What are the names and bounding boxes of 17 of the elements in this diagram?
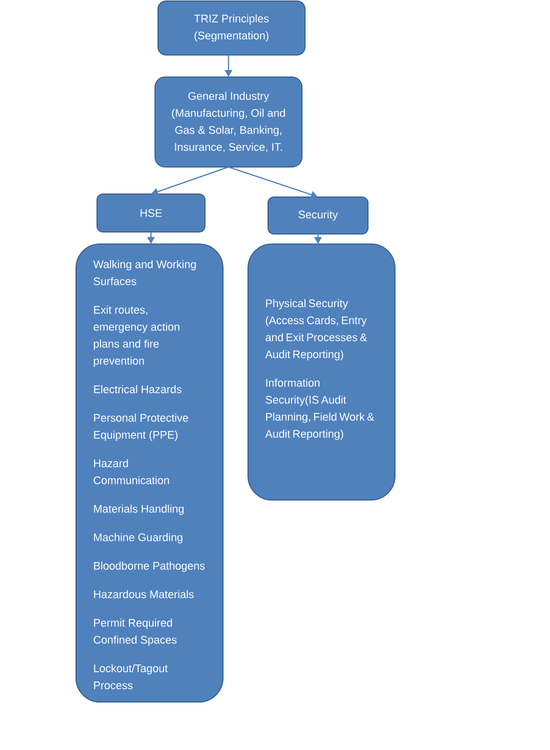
list-item: Exit routes, emergency action plans and fire prevention xyxy=(94,306,180,367)
list-item: Hazardous Materials xyxy=(94,590,194,598)
list-item: Physical Security (Access Cards, Entry and Exit Processes & Audit Reporting) xyxy=(265,299,367,360)
list-item: Bloodborne Pathogens xyxy=(94,562,205,572)
list-item: Permit Required Confined Spaces xyxy=(94,618,177,646)
list-item: Hazard Communication xyxy=(94,459,169,484)
list-item: Lockout/Tagout Process xyxy=(94,664,168,690)
process-box: General Industry (Manufacturing, Oil and Gas & Solar, Banking, Insurance, Service, IT. xyxy=(154,76,302,168)
process-box: TRIZ Principles (Segmentation) xyxy=(158,0,306,56)
list-item: Electrical Hazards xyxy=(94,385,182,394)
list-item: Personal Protective Equipment (PPE) xyxy=(94,414,188,441)
list-item: Information Security(IS Audit Planning, Field Work & Audit Reporting) xyxy=(265,378,374,440)
list-item: Materials Handling xyxy=(94,504,184,515)
process-box: HSE xyxy=(96,194,206,232)
process-box: Security xyxy=(268,196,368,234)
list-item: Machine Guarding xyxy=(94,533,182,544)
list-item: Walking and Working Surfaces xyxy=(93,260,196,286)
